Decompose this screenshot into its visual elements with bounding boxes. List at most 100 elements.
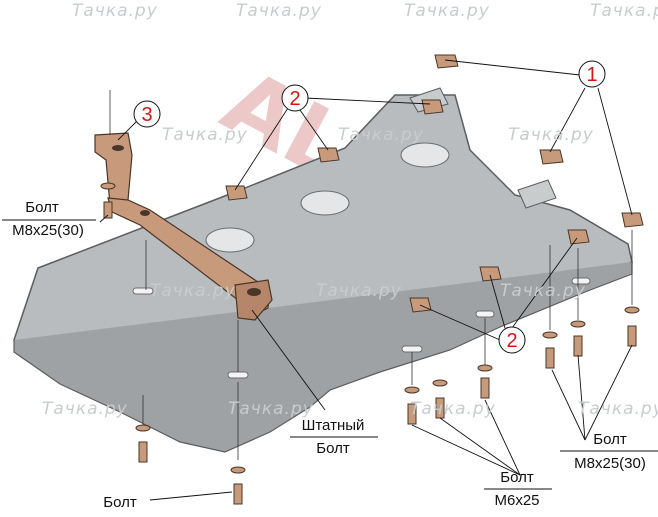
clip-nuts [225, 54, 644, 313]
clip-nut-icon [539, 149, 564, 165]
callout-circle [498, 326, 526, 354]
bolt-icon [627, 325, 637, 347]
site-watermark-text: Тачка.ру [150, 281, 236, 301]
leader-line [484, 399, 521, 476]
site-watermark-text: Тачка.ру [236, 1, 322, 21]
plate-hole [400, 142, 450, 168]
skid-plate-bottom-edge [13, 262, 633, 453]
washer-icon [542, 331, 558, 339]
site-watermark-text: Тачка.ру [338, 125, 424, 145]
callout-2-bottom: 2 [498, 326, 526, 354]
leader-line [251, 309, 326, 411]
bolt-icon [233, 483, 243, 505]
callout-circle [133, 100, 161, 128]
callout-number: 2 [289, 88, 300, 110]
leader-line [511, 237, 578, 329]
leader-line [549, 87, 586, 153]
label-stock-bolt: Штатный [302, 417, 365, 434]
clip-nut-icon [621, 212, 644, 228]
site-watermark-text: Тачка.ру [508, 125, 594, 145]
label-stock-bolt-2: Болт [316, 440, 350, 457]
leader-line [444, 59, 581, 76]
leader-line [419, 304, 501, 341]
label-bolt-m8-right-size: M8x25(30) [574, 455, 646, 472]
bolt-icon [138, 441, 148, 463]
site-watermarks: Тачка.ру Тачка.ру Тачка.ру Тачка.ру Тачк… [42, 1, 658, 419]
leader-line [304, 97, 431, 105]
label-bolt-m6-size: M6x25 [494, 492, 539, 509]
clip-nut-icon [567, 229, 590, 245]
label-bolt-m6: Болт [500, 469, 534, 486]
skid-plate [13, 87, 633, 453]
leader-line [99, 214, 109, 223]
washer-icon [570, 320, 586, 328]
leader-line [149, 491, 233, 501]
washer-icon [477, 364, 493, 372]
assembly-lines [109, 90, 633, 460]
plate-slot [401, 345, 423, 353]
clip-nut-icon [317, 147, 340, 163]
clip-nut-icon [434, 54, 459, 69]
bolt-icon [407, 403, 417, 425]
plate-slot [571, 277, 591, 285]
bolt-icon [573, 335, 583, 357]
label-bolt-m8-left: Болт [25, 199, 59, 216]
bolt-icon [480, 377, 490, 399]
leader-line [489, 274, 506, 329]
bracket-end [234, 279, 273, 321]
plate-slot [227, 371, 249, 379]
site-watermark-text: Тачка.ру [404, 1, 490, 21]
label-bolt-m8-left-size: M8x25(30) [12, 222, 84, 239]
leader-line [234, 107, 289, 191]
plate-hole [300, 190, 350, 216]
washer-icon [404, 386, 420, 394]
site-watermark-text: Тачка.ру [228, 399, 314, 419]
plate-slot [475, 310, 495, 318]
bolt-icon [103, 201, 113, 219]
callout-number: 1 [586, 64, 597, 86]
site-watermark-text: Тачка.ру [162, 125, 248, 145]
site-watermark-text: Тачка.ру [590, 1, 658, 21]
plate-slot [132, 287, 154, 295]
label-bolt-m8-right: Болт [593, 431, 627, 448]
site-watermark-text: Тачка.ру [316, 281, 402, 301]
leader-line [551, 369, 586, 441]
mounting-bracket [94, 132, 273, 321]
leader-line [584, 344, 633, 441]
site-watermark-text: Тачка.ру [578, 399, 658, 419]
washer-icon [432, 379, 448, 387]
label-bolt-bottom: Болт [103, 494, 137, 511]
callout-number: 3 [141, 104, 152, 126]
washer-icon [230, 466, 246, 474]
plate-hole [205, 227, 255, 253]
part-labels: Болт M8x25(30) Штатный Болт Болт Болт M8… [2, 199, 658, 511]
leader-line [411, 424, 521, 476]
bracket-hole [247, 288, 261, 296]
callout-number: 2 [506, 330, 517, 352]
washer-icon [624, 306, 640, 314]
bolt-icon [545, 347, 555, 369]
washer-icon [100, 182, 116, 190]
leader-line [439, 417, 521, 476]
leader-line [577, 354, 586, 441]
site-watermark-text: Тачка.ру [72, 1, 158, 21]
clip-nut-icon [421, 99, 444, 115]
leader-line [597, 87, 633, 216]
clip-nut-icon [479, 266, 502, 282]
callout-circle [281, 84, 309, 112]
washer-icon [135, 424, 151, 432]
callout-2-top: 2 [281, 84, 309, 112]
bracket-hole [112, 145, 124, 151]
callout-3: 3 [133, 100, 161, 128]
bracket-hole [140, 210, 150, 216]
plate-tab [517, 179, 557, 209]
site-watermark-text: Тачка.ру [42, 399, 128, 419]
leader-line [299, 109, 329, 151]
callout-1: 1 [578, 60, 606, 88]
callout-circle [578, 60, 606, 88]
bracket-upright [94, 132, 133, 206]
site-watermark-text: Тачка.ру [500, 281, 586, 301]
leader-lines [99, 59, 633, 501]
